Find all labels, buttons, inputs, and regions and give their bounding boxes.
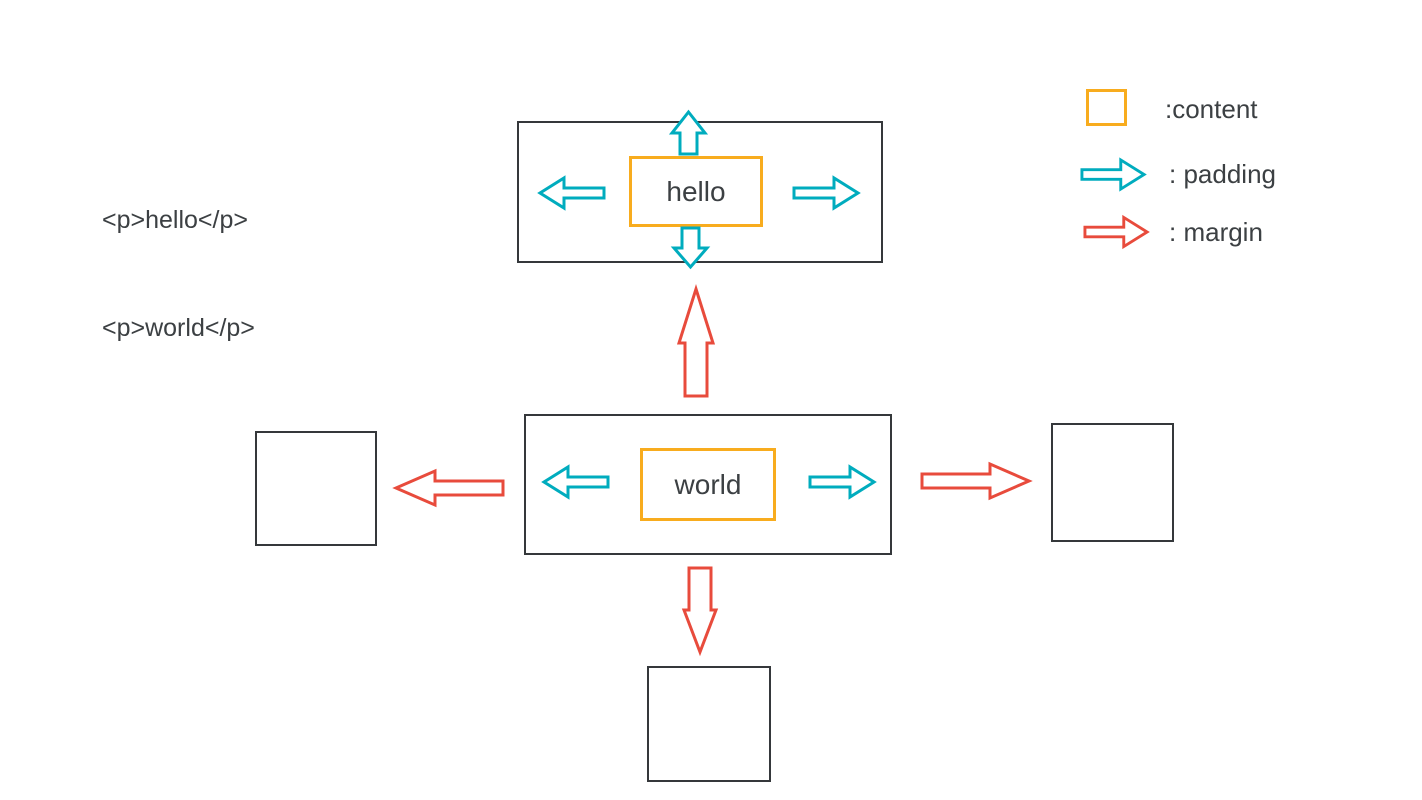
- legend-margin-label: : margin: [1169, 217, 1263, 247]
- padding-arrow-right-icon: [792, 175, 861, 211]
- legend-content-label: :content: [1165, 94, 1258, 124]
- hello-content-label: hello: [666, 175, 726, 207]
- bottom-neighbor-box: [647, 666, 771, 782]
- legend-margin-arrow-icon: [1083, 214, 1150, 250]
- margin-arrow-left-icon: [392, 468, 505, 508]
- margin-arrow-up-icon: [676, 284, 716, 398]
- padding-arrow-down-icon: [670, 226, 711, 270]
- margin-arrow-right-icon: [920, 461, 1033, 501]
- legend-padding-arrow-icon: [1080, 157, 1147, 192]
- code-line-world: <p>world</p>: [102, 314, 255, 342]
- hello-content-box: hello: [629, 156, 763, 227]
- left-neighbor-box: [255, 431, 377, 546]
- legend-content-swatch-icon: [1086, 89, 1127, 126]
- padding-arrow-left-icon: [541, 464, 610, 500]
- right-neighbor-box: [1051, 423, 1174, 542]
- world-content-label: world: [674, 468, 742, 500]
- padding-arrow-up-icon: [668, 109, 709, 156]
- code-line-hello: <p>hello</p>: [102, 206, 248, 234]
- world-content-box: world: [640, 448, 776, 521]
- padding-arrow-right-icon: [808, 464, 877, 500]
- legend-padding-label: : padding: [1169, 159, 1276, 189]
- margin-arrow-down-icon: [681, 566, 719, 657]
- code-snippet: <p>hello</p> <p>world</p>: [102, 130, 255, 418]
- padding-arrow-left-icon: [537, 175, 606, 211]
